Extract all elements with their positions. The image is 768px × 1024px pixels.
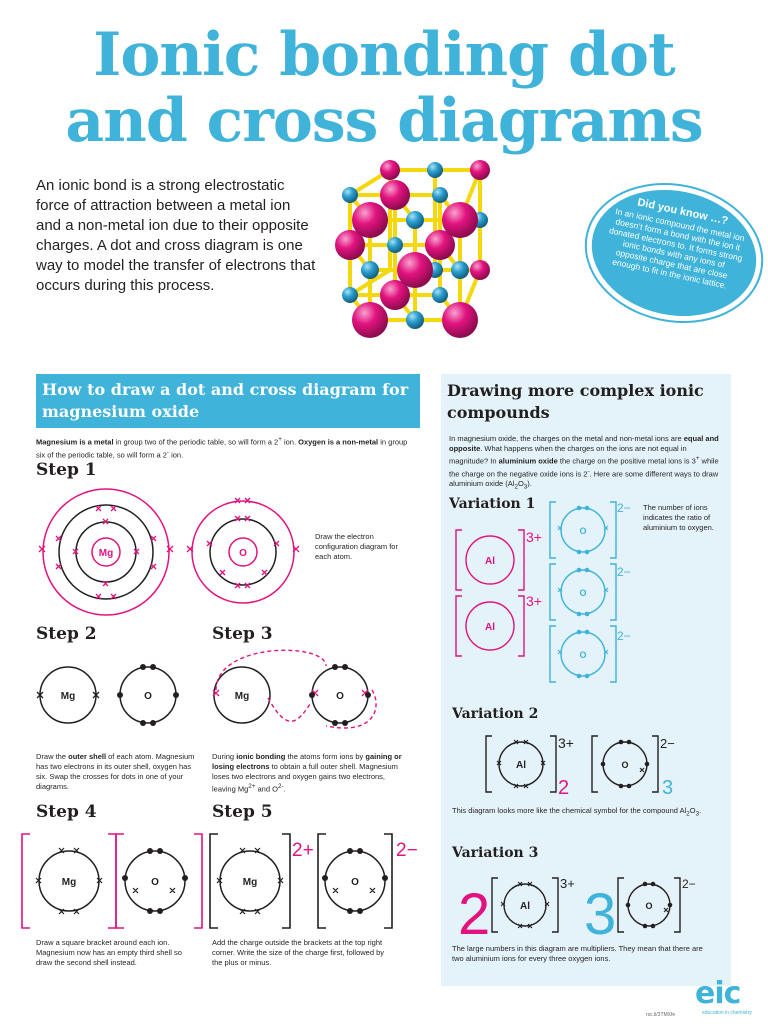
step5-caption: Add the charge outside the brackets at t… bbox=[212, 938, 385, 967]
step4-caption: Draw a square bracket around each ion. M… bbox=[36, 938, 182, 967]
step2-mg-symbol: Mg bbox=[61, 691, 75, 702]
v2-o-subscript: 3 bbox=[662, 777, 673, 799]
page-title-line2: and cross diagrams bbox=[65, 86, 703, 156]
step1-label: Step 1 bbox=[36, 460, 97, 480]
step3-transfer-arrow-right bbox=[325, 689, 377, 729]
variation3-diagram: 2 3 Al O 3+ 2− bbox=[458, 876, 696, 942]
did-you-know-bubble: Did you know …? In an ionic compound the… bbox=[573, 169, 768, 337]
intro-paragraph: An ionic bond is a strong electrostatic … bbox=[36, 177, 316, 294]
step4-o-symbol: O bbox=[151, 877, 159, 888]
step5-o-symbol: O bbox=[351, 877, 359, 888]
v1-o-symbol-1: O bbox=[579, 526, 586, 536]
step5-mg-symbol: Mg bbox=[243, 877, 257, 888]
variation1-label: Variation 1 bbox=[449, 496, 536, 512]
step1-mg-symbol: Mg bbox=[99, 548, 113, 559]
v3-al-symbol: Al bbox=[520, 901, 530, 912]
v1-o-charge-3: 2− bbox=[617, 629, 631, 643]
v2-o-charge: 2− bbox=[660, 736, 675, 751]
step3-transfer-arrow-top bbox=[215, 649, 327, 691]
lattice-ions bbox=[335, 160, 490, 338]
step2-diagram: Mg O bbox=[36, 664, 179, 726]
step3-diagram: Mg O bbox=[212, 649, 377, 729]
step4-diagram: Mg O bbox=[21, 833, 203, 929]
variation2-label: Variation 2 bbox=[452, 706, 539, 722]
step4-label: Step 4 bbox=[36, 802, 97, 822]
v1-al-symbol-1: Al bbox=[485, 556, 495, 567]
step1-caption: Draw the electron configuration diagram … bbox=[315, 532, 398, 561]
variation3-caption: The large numbers in this diagram are mu… bbox=[452, 944, 703, 963]
ionic-lattice-illustration bbox=[335, 160, 490, 338]
step1-diagram: Mg O bbox=[38, 488, 300, 616]
v3-al-multiplier: 2 bbox=[458, 882, 490, 942]
right-section-intro: In magnesium oxide, the charges on the m… bbox=[449, 434, 719, 491]
v1-o-charge-1: 2− bbox=[617, 501, 631, 515]
step3-mg-symbol: Mg bbox=[235, 691, 249, 702]
step4-mg-symbol: Mg bbox=[62, 877, 76, 888]
step5-o-charge: 2− bbox=[396, 840, 418, 861]
variation2-diagram: Al O 3+ 2− 2 3 bbox=[485, 735, 675, 799]
variation3-label: Variation 3 bbox=[452, 845, 539, 861]
footer-reference-link[interactable]: rsc.li/3TMXfe bbox=[646, 1012, 676, 1018]
step3-caption: During ionic bonding the atoms form ions… bbox=[212, 752, 402, 794]
v3-o-multiplier: 3 bbox=[584, 882, 616, 942]
v2-al-charge: 3+ bbox=[558, 735, 574, 751]
step5-mg-charge: 2+ bbox=[292, 840, 314, 861]
v1-o-charge-2: 2− bbox=[617, 565, 631, 579]
v1-al-charge-1: 3+ bbox=[526, 529, 542, 545]
v2-o-symbol: O bbox=[621, 760, 628, 770]
step1-crosses bbox=[38, 497, 300, 600]
right-section-heading: Drawing more complex ionic compounds bbox=[447, 381, 704, 422]
v3-o-charge: 2− bbox=[682, 877, 696, 891]
v1-o-symbol-2: O bbox=[579, 588, 586, 598]
variation1-diagram: Al Al 3+ 3+ O O O 2− 2− 2− bbox=[455, 501, 631, 683]
step3-transfer-arrow-mid bbox=[267, 697, 311, 722]
step5-diagram: Mg O 2+ 2− bbox=[209, 833, 418, 929]
v2-al-subscript: 2 bbox=[558, 777, 569, 799]
step1-o-symbol: O bbox=[239, 548, 247, 559]
step2-label: Step 2 bbox=[36, 624, 97, 644]
page-title-line1: Ionic bonding dot bbox=[93, 20, 675, 90]
eic-logo-subtitle: education in chemistry bbox=[702, 1010, 752, 1016]
left-section-heading: How to draw a dot and cross diagram for … bbox=[36, 374, 420, 428]
step3-o-symbol: O bbox=[336, 691, 344, 702]
step5-label: Step 5 bbox=[212, 802, 273, 822]
step2-caption: Draw the outer shell of each atom. Magne… bbox=[36, 752, 195, 791]
variation2-caption: This diagram looks more like the chemica… bbox=[452, 806, 702, 818]
left-section-intro: Magnesium is a metal in group two of the… bbox=[36, 436, 408, 459]
step2-o-symbol: O bbox=[144, 691, 152, 702]
v1-al-symbol-2: Al bbox=[485, 622, 495, 633]
v1-o-symbol-3: O bbox=[579, 650, 586, 660]
variation1-caption: The number of ions indicates the ratio o… bbox=[643, 503, 714, 532]
lattice-bonds bbox=[348, 168, 482, 322]
step3-label: Step 3 bbox=[212, 624, 273, 644]
v2-al-symbol: Al bbox=[516, 760, 526, 771]
step4-brackets bbox=[21, 833, 203, 929]
v3-o-symbol: O bbox=[645, 901, 652, 911]
right-section-panel bbox=[441, 374, 731, 986]
v3-al-charge: 3+ bbox=[560, 876, 575, 891]
v1-al-charge-2: 3+ bbox=[526, 593, 542, 609]
eic-logo: eic bbox=[695, 976, 741, 1011]
